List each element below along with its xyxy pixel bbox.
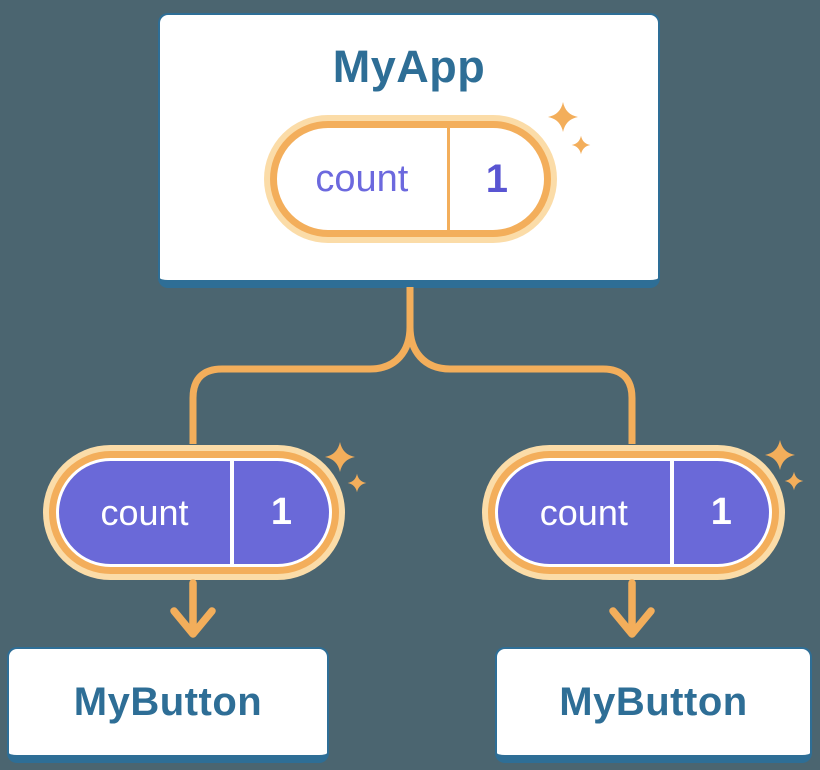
left-prop-pill: count 1 — [43, 445, 345, 580]
right-prop-pill: count 1 — [482, 445, 785, 580]
mybutton-card-left: MyButton — [7, 647, 329, 763]
state-value: 1 — [710, 491, 732, 533]
tree-connector-left — [189, 326, 414, 444]
state-name-label: count — [100, 491, 189, 533]
state-name-label: count — [539, 491, 628, 533]
myapp-title: MyApp — [332, 41, 486, 92]
right-prop-pill-body: count 1 — [498, 461, 769, 564]
mybutton-title: MyButton — [559, 679, 748, 724]
state-value: 1 — [485, 156, 508, 201]
right-prop-pill-ring: count 1 — [488, 451, 779, 574]
arrow-right-head — [609, 607, 655, 638]
root-state-pill: count 1 — [264, 115, 557, 243]
pill-divider — [446, 128, 450, 230]
pill-divider — [230, 461, 234, 564]
arrow-left-head — [170, 607, 216, 638]
state-name-label: count — [315, 157, 409, 200]
left-prop-pill-body: count 1 — [59, 461, 329, 564]
state-value: 1 — [270, 491, 293, 533]
root-state-pill-body: count 1 — [277, 128, 544, 230]
pill-divider — [669, 461, 674, 564]
mybutton-card-right: MyButton — [495, 647, 812, 763]
mybutton-title: MyButton — [73, 679, 263, 724]
myapp-card: MyApp count 1 — [158, 13, 660, 288]
tree-connector-right — [406, 326, 636, 444]
left-prop-pill-ring: count 1 — [49, 451, 339, 574]
root-state-pill-ring: count 1 — [270, 121, 551, 237]
